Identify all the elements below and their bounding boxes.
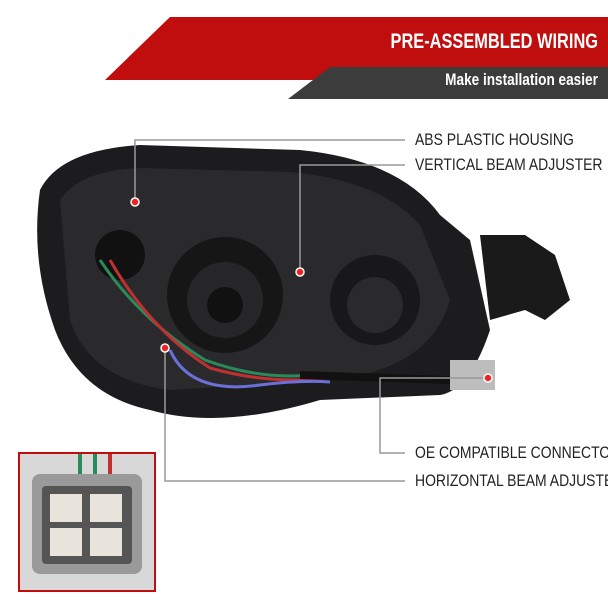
banner-title: PRE-ASSEMBLED WIRING	[390, 30, 598, 53]
headlight-image	[37, 145, 570, 418]
callout-vertical-adjuster: VERTICAL BEAM ADJUSTER	[415, 155, 603, 174]
callout-markers	[130, 197, 493, 383]
callout-lines	[134, 139, 488, 482]
connector-inset-image	[18, 452, 156, 592]
callout-abs-housing: ABS PLASTIC HOUSING	[415, 130, 574, 149]
banner-red-band	[105, 17, 608, 80]
callout-oe-connector: OE COMPATIBLE CONNECTOR	[415, 443, 608, 462]
callout-horizontal-adjuster: HORIZONTAL BEAM ADJUSTER	[415, 471, 608, 490]
banner-dark-band	[288, 67, 608, 99]
banner-subtitle: Make installation easier	[445, 70, 598, 89]
